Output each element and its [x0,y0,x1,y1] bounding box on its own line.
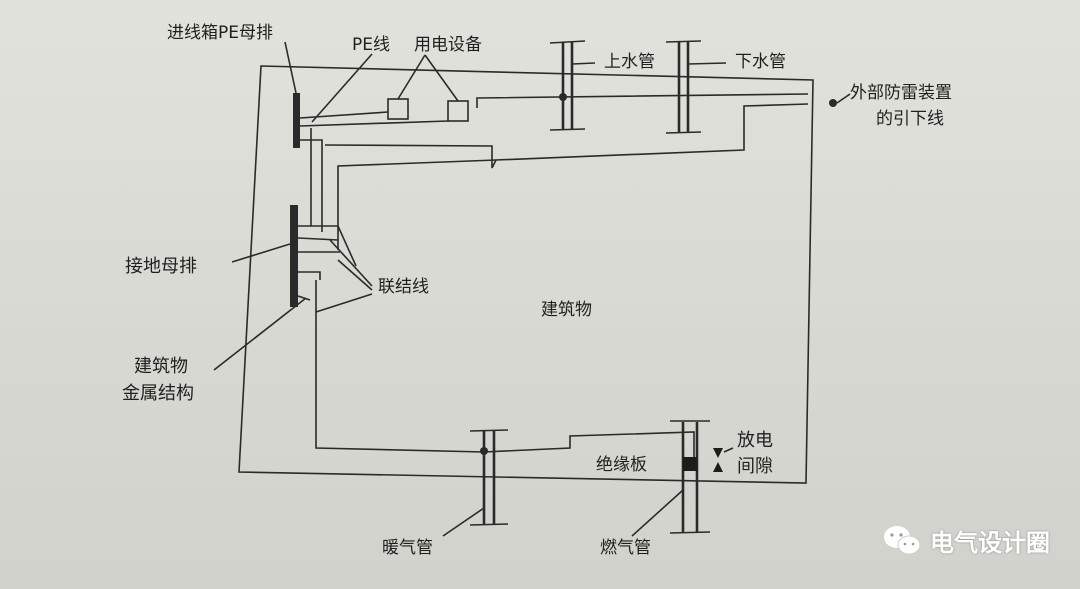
leader-ground-bar [231,243,291,263]
label-spark-gap-2: 间隙 [737,456,773,477]
label-metal-structure-1: 建筑物 [134,356,188,377]
leader-bond-3 [315,293,373,313]
water-supply-junction [559,93,567,101]
leader-equipment-1 [397,54,426,100]
water-drain-cap-bot [665,131,702,134]
label-insulating-plate: 绝缘板 [596,455,647,475]
label-spark-gap-1: 放电 [737,430,773,451]
leader-equipment-2 [424,54,459,102]
leader-heating-pipe [442,507,485,537]
ground-bar [290,205,298,307]
spark-gap-icon [713,448,723,458]
inner-bond-line [337,159,497,250]
spark-gap-icon-lower [713,462,723,472]
downlead-terminal [829,99,837,107]
leader-water-supply [571,62,596,65]
leader-downlead [836,93,851,104]
label-pe-wire: PE线 [352,35,390,55]
water-supply-cap-bot [549,128,586,131]
label-heating-pipe: 暖气管 [382,538,433,558]
label-ground-bar: 接地母排 [125,256,197,277]
building-outline [238,65,814,484]
label-building: 建筑物 [541,300,592,320]
label-bond-wire: 联结线 [378,277,429,297]
watermark-text: 电气设计圈 [930,529,1050,557]
ground-fan-1 [298,225,357,267]
insulating-plate [683,457,697,471]
leader-metal-structure [213,297,307,371]
equipment-box-1 [387,98,409,120]
incoming-pe-bar [293,93,300,148]
leader-spark-gap [723,447,734,453]
ground-fan-2 [297,237,339,241]
leader-incoming-pe-bar [284,41,297,94]
label-incoming-pe-bar: 进线箱PE母排 [167,23,273,43]
watermark: 电气设计圈 [882,523,1050,558]
heating-pipe-cap-bot [469,523,509,526]
bottom-bond-line [315,280,695,465]
label-equipment: 用电设备 [414,35,482,55]
water-drain-cap-top [665,40,702,43]
label-downlead-1: 外部防雷装置 [850,83,952,103]
leader-water-drain [687,62,727,65]
leader-gas-pipe [631,489,684,537]
leader-pe-wire [311,53,373,123]
leader-bond-2 [337,259,373,291]
heating-pipe-cap-top [469,429,509,432]
label-water-drain: 下水管 [735,52,786,72]
wechat-icon [884,525,921,554]
ground-fan-5 [297,295,311,301]
heating-junction [480,447,488,455]
water-supply-cap-top [549,40,586,44]
label-water-supply: 上水管 [604,52,655,72]
downlead-bond-line [324,103,809,169]
gas-pipe-cap-bot [669,531,711,534]
equipment-box-2 [447,100,469,122]
pe-wire [299,111,389,119]
water-bond-line [476,93,809,108]
leader-bond-1 [329,239,373,287]
pe-to-ground-link [300,139,323,232]
label-gas-pipe: 燃气管 [600,538,651,558]
label-downlead-2: 的引下线 [876,109,944,129]
label-metal-structure-2: 金属结构 [122,383,194,404]
ground-fan-4 [298,271,321,280]
pe-wire-2 [299,120,449,127]
